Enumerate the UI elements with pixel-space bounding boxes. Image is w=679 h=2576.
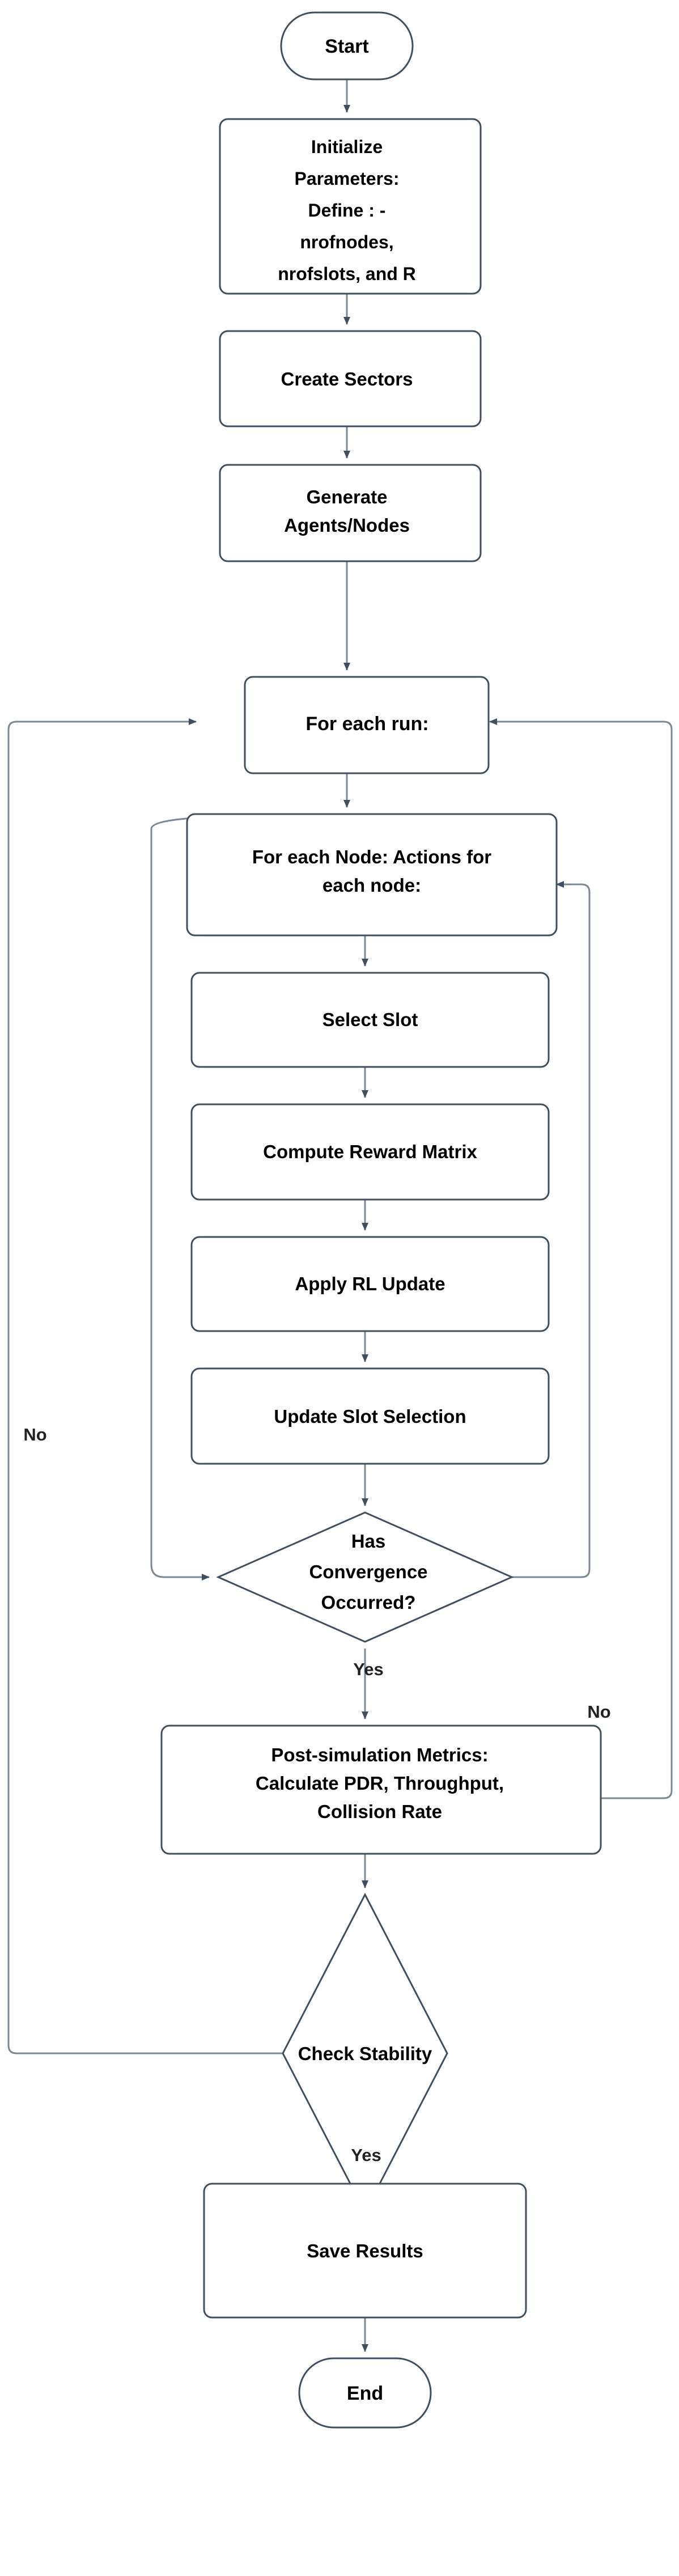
node-for-each-run-label: For each run: <box>305 713 428 735</box>
node-for-each-node-line-1: For each Node: Actions for <box>252 846 491 867</box>
node-generate-agents[interactable] <box>219 464 482 562</box>
node-initialize-parameters-line-2: Parameters: <box>295 168 400 189</box>
node-start-label: Start <box>325 36 368 57</box>
node-end-label: End <box>347 2383 383 2404</box>
node-for-each-node[interactable] <box>186 813 558 937</box>
node-post-simulation-metrics-line-3: Collision Rate <box>317 1801 442 1822</box>
node-save-results[interactable] <box>203 2183 527 2319</box>
node-update-slot-selection[interactable] <box>190 1367 550 1465</box>
edge-label-stability-no: No <box>23 1425 46 1444</box>
node-for-each-node-line-2: each node: <box>322 875 421 896</box>
node-has-convergence-line-2: Convergence <box>309 1561 427 1582</box>
edge-label-stability-yes: Yes <box>351 2145 381 2165</box>
node-post-simulation-metrics[interactable] <box>160 1725 602 1855</box>
node-initialize-parameters-line-3: Define : - <box>308 200 386 221</box>
edge-label-convergence-no: No <box>587 1702 610 1722</box>
node-initialize-parameters-line-4: nrofnodes, <box>300 232 393 252</box>
node-has-convergence-occurred[interactable] <box>216 1511 514 1643</box>
node-initialize-parameters-line-1: Initialize <box>311 137 383 157</box>
edge-label-convergence-yes: Yes <box>353 1659 383 1679</box>
node-initialize-parameters[interactable] <box>219 118 482 295</box>
edge-stability-no-loop <box>7 718 283 2054</box>
node-generate-agents-line-2: Agents/Nodes <box>284 515 410 536</box>
node-initialize-parameters-line-5: nrofslots, and R <box>278 264 416 284</box>
node-create-sectors-label: Create Sectors <box>281 368 413 389</box>
node-for-each-run[interactable] <box>244 676 490 774</box>
node-check-stability-label: Check Stability <box>298 2043 432 2064</box>
node-post-simulation-metrics-line-1: Post-simulation Metrics: <box>271 1744 488 1765</box>
node-select-slot-label: Select Slot <box>322 1009 418 1030</box>
node-save-results-label: Save Results <box>307 2240 423 2261</box>
node-create-sectors[interactable] <box>219 330 482 427</box>
node-generate-agents-line-1: Generate <box>306 486 387 507</box>
node-end[interactable] <box>298 2357 432 2429</box>
node-select-slot[interactable] <box>190 972 550 1068</box>
node-has-convergence-line-1: Has <box>351 1531 386 1552</box>
node-start[interactable] <box>280 11 414 80</box>
edge-metrics-eachrun-loop <box>489 718 673 1799</box>
node-update-slot-selection-label: Update Slot Selection <box>274 1406 466 1427</box>
node-compute-reward-matrix-label: Compute Reward Matrix <box>263 1141 477 1162</box>
node-has-convergence-line-3: Occurred? <box>321 1592 416 1613</box>
node-apply-rl-update-label: Apply RL Update <box>295 1273 445 1294</box>
edge-convergence-no-loop <box>512 881 591 1578</box>
node-compute-reward-matrix[interactable] <box>190 1103 550 1201</box>
node-post-simulation-metrics-line-2: Calculate PDR, Throughput, <box>256 1773 504 1794</box>
node-apply-rl-update[interactable] <box>190 1236 550 1332</box>
